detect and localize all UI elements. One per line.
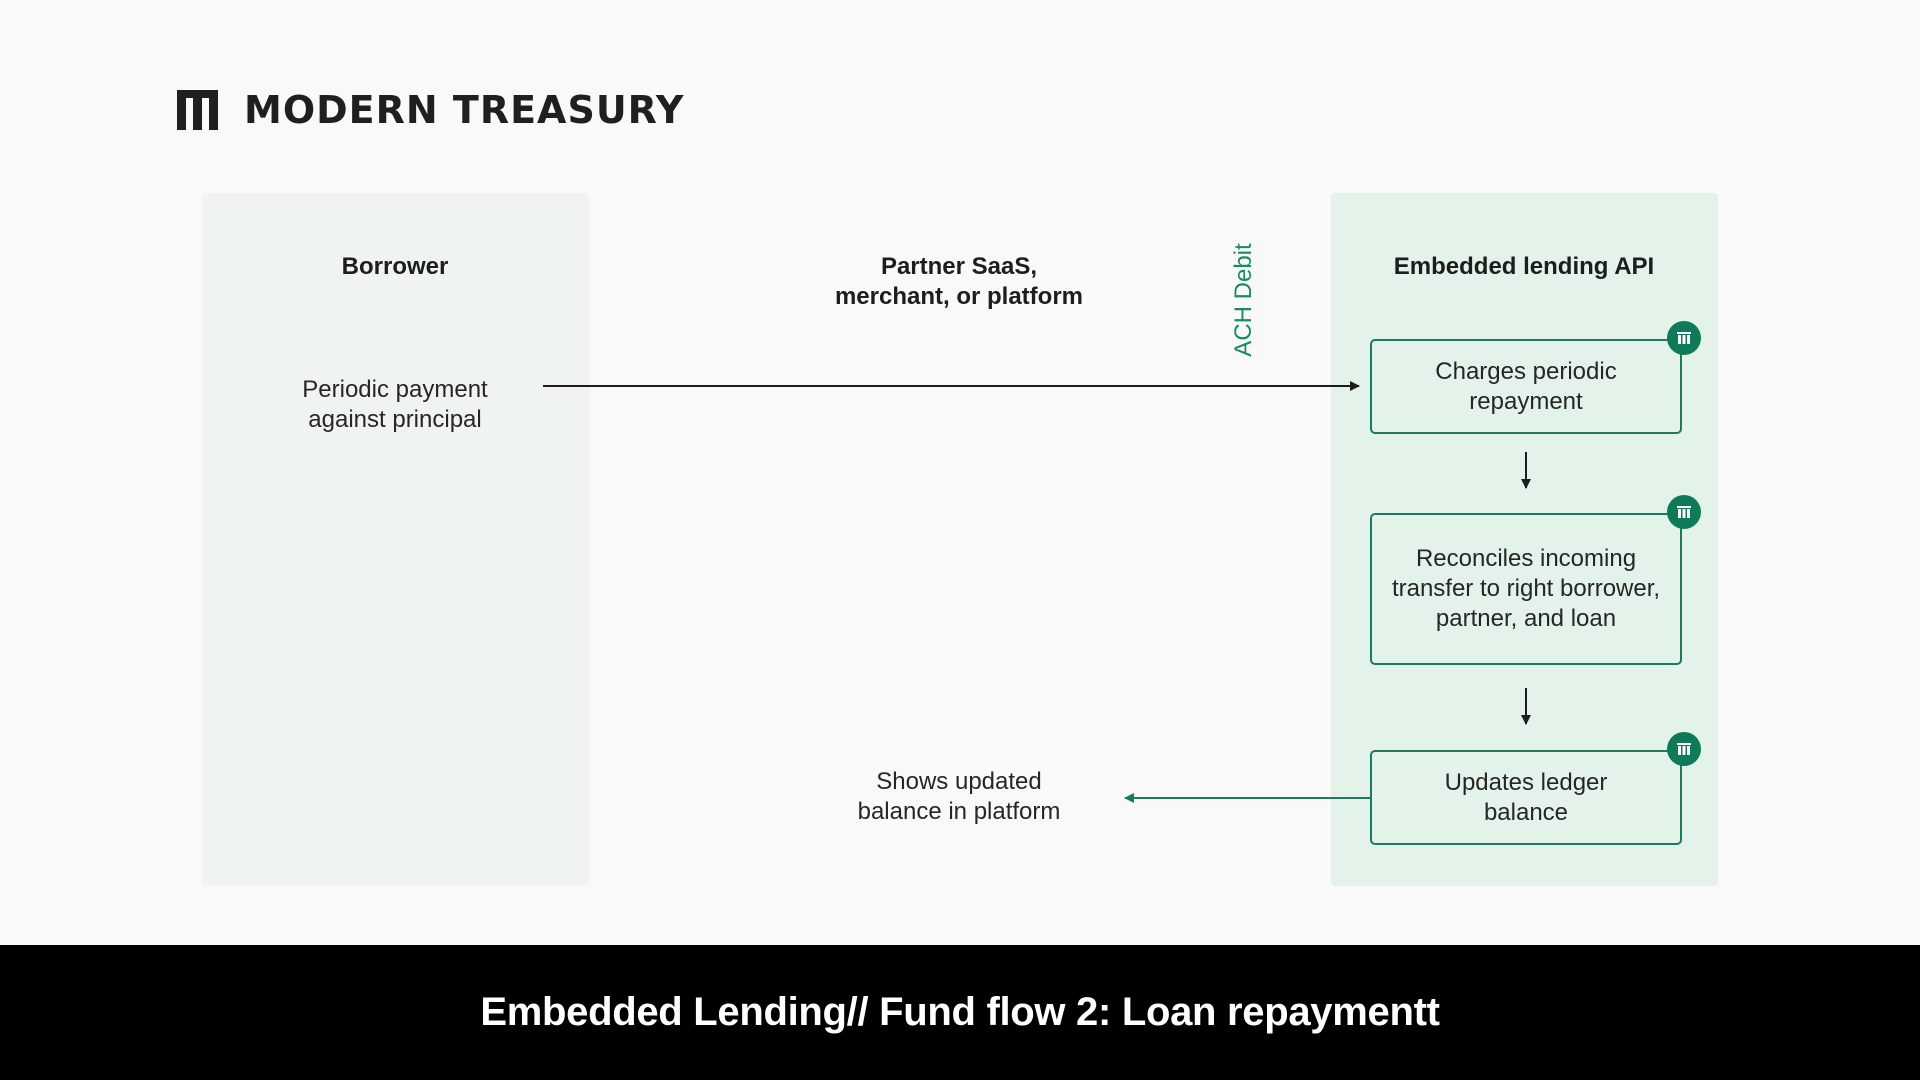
partner-result-text: Shows updated balance in platform [809,767,1109,827]
api-panel [1331,193,1718,886]
brand-logo: MODERN TREASURY [177,88,684,132]
footer-bar: Embedded Lending// Fund flow 2: Loan rep… [0,945,1920,1080]
partner-result-line2: balance in platform [857,798,1061,825]
partner-title-line1: Partner SaaS, [880,253,1038,280]
step2-badge-icon [1667,495,1701,529]
brand-name: MODERN TREASURY [244,88,685,132]
step3-badge-icon [1667,732,1701,766]
step2-line1: Reconciles incoming [1415,545,1637,572]
api-column-title: Embedded lending API [1393,253,1655,280]
step1-line2: repayment [1469,387,1583,415]
step-reconciles-transfer: Reconciles incoming transfer to right bo… [1370,513,1682,665]
modern-treasury-logo-icon [177,90,218,130]
step1-line1: Charges periodic [1435,357,1617,385]
partner-result-line1: Shows updated [876,768,1042,795]
step3-line1: Updates ledger [1444,768,1608,796]
footer-title: Embedded Lending// Fund flow 2: Loan rep… [480,990,1440,1034]
borrower-text-line2: against principal [308,406,482,433]
step2-line3: partner, and loan [1435,605,1617,632]
step1-badge-icon [1667,321,1701,355]
borrower-payment-text: Periodic payment against principal [245,375,545,435]
step-charges-repayment: Charges periodic repayment [1370,339,1682,434]
step-updates-ledger: Updates ledger balance [1370,750,1682,845]
borrower-text-line1: Periodic payment [302,376,488,403]
step3-line2: balance [1483,798,1569,826]
step2-line2: transfer to right borrower, [1391,575,1661,602]
borrower-panel [202,193,589,886]
partner-title-line2: merchant, or platform [834,283,1084,310]
partner-column-title: Partner SaaS, merchant, or platform [759,252,1159,312]
borrower-column-title: Borrower [341,253,449,280]
